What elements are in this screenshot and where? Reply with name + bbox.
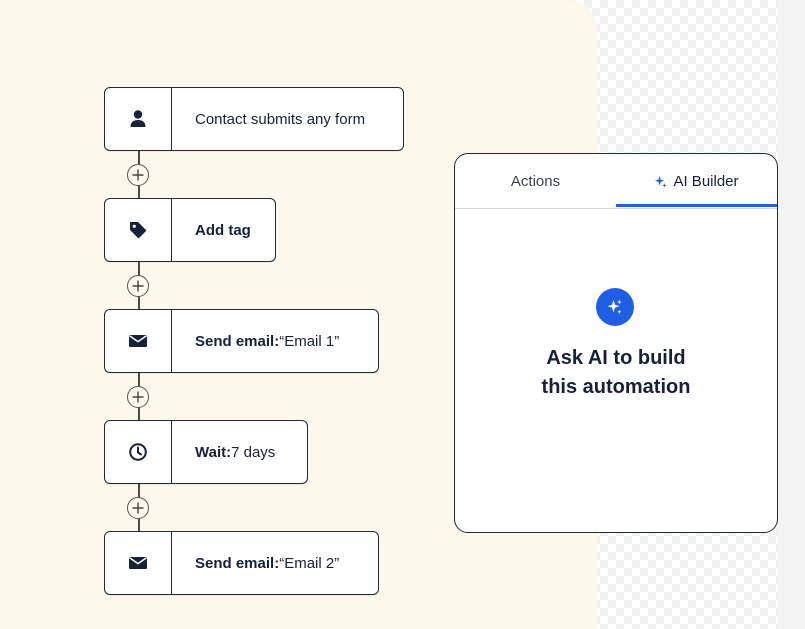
heading-line: Ask AI to build — [546, 347, 686, 369]
workflow-step-add-tag[interactable]: Add tag — [104, 198, 276, 262]
tab-label: AI Builder — [673, 172, 739, 190]
clock-icon — [105, 421, 172, 483]
ai-builder-panel: Actions AI Builder Ask AI to build this … — [454, 153, 778, 533]
step-label: Send email: “Email 2” — [172, 532, 362, 594]
step-label-bold: Send email: — [195, 554, 280, 572]
envelope-icon — [105, 532, 172, 594]
step-label: Wait: 7 days — [172, 421, 298, 483]
heading-line: this automation — [541, 376, 691, 398]
tag-icon — [105, 199, 172, 261]
plus-icon — [132, 502, 144, 514]
add-step-button[interactable] — [127, 386, 149, 408]
tab-label: Actions — [510, 172, 561, 190]
workflow-step-trigger[interactable]: Contact submits any form — [104, 87, 404, 151]
tab-actions[interactable]: Actions — [455, 154, 616, 208]
active-tab-indicator — [616, 204, 777, 207]
person-icon — [105, 88, 172, 150]
step-label: Send email: “Email 1” — [172, 310, 362, 372]
step-label-text: “Email 2” — [279, 554, 340, 572]
step-label-bold: Send email: — [195, 332, 280, 350]
panel-tabs: Actions AI Builder — [455, 154, 777, 209]
sparkle-icon — [654, 175, 668, 188]
workflow-step-wait[interactable]: Wait: 7 days — [104, 420, 308, 484]
ai-prompt-heading: Ask AI to build this automation — [455, 344, 777, 402]
step-label: Contact submits any form — [172, 88, 388, 150]
step-label: Add tag — [172, 199, 274, 261]
plus-icon — [132, 391, 144, 403]
plus-icon — [132, 169, 144, 181]
add-step-button[interactable] — [127, 497, 149, 519]
workflow-step-send-email-2[interactable]: Send email: “Email 2” — [104, 531, 379, 595]
tab-ai-builder[interactable]: AI Builder — [616, 154, 777, 208]
step-label-text: Contact submits any form — [195, 110, 366, 128]
step-label-bold: Wait: — [195, 443, 232, 461]
add-step-button[interactable] — [127, 164, 149, 186]
add-step-button[interactable] — [127, 275, 149, 297]
envelope-icon — [105, 310, 172, 372]
ai-sparkle-icon — [596, 288, 634, 326]
step-label-text: 7 days — [231, 443, 276, 461]
scrollbar-track — [778, 0, 805, 629]
workflow-step-send-email-1[interactable]: Send email: “Email 1” — [104, 309, 379, 373]
step-label-text: “Email 1” — [279, 332, 340, 350]
step-label-bold: Add tag — [195, 221, 251, 239]
plus-icon — [132, 280, 144, 292]
